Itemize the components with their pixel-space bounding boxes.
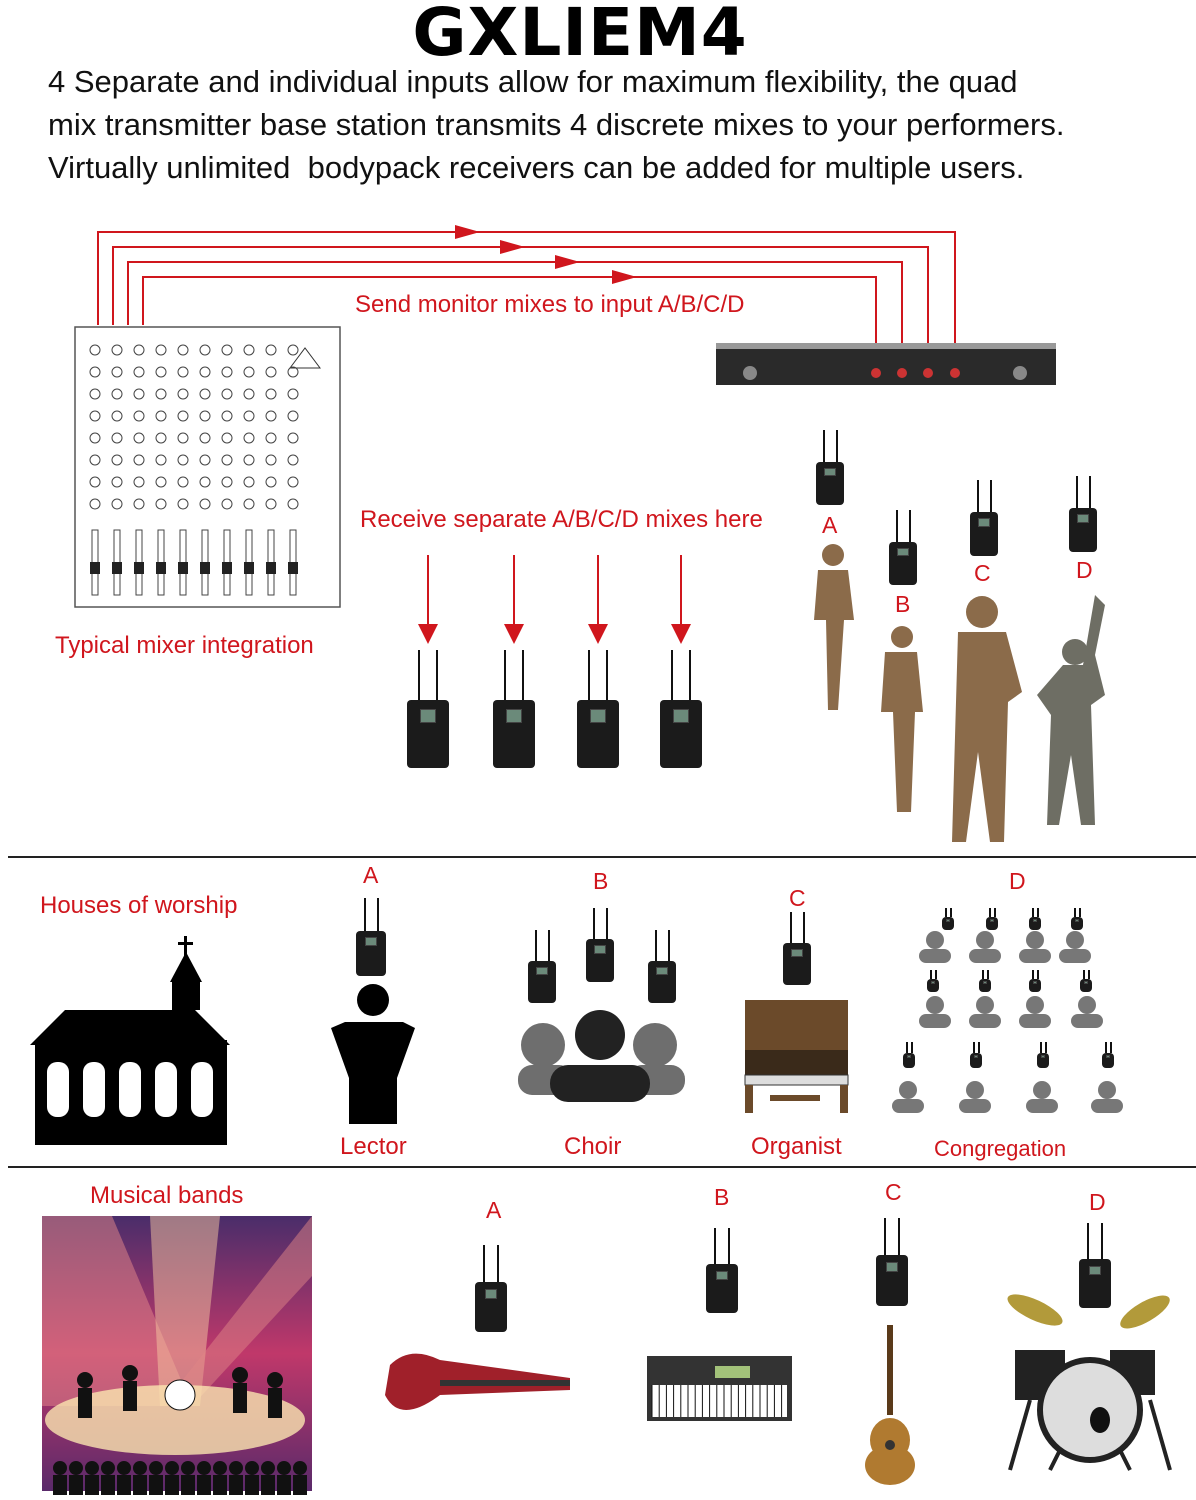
performer-silhouettes: [814, 544, 1105, 842]
organist-label: Organist: [751, 1133, 842, 1160]
product-description: 4 Separate and individual inputs allow f…: [48, 64, 1065, 185]
keyboard-icon: [647, 1356, 792, 1421]
bodypack-receiver-icon: [942, 908, 954, 930]
section-divider: [8, 1166, 1196, 1168]
bodypack-receiver-icon: [876, 1218, 908, 1306]
worship-heading: Houses of worship: [40, 892, 238, 919]
congregation-silhouettes: [892, 931, 1123, 1113]
bodypack-receiver-icon: [1037, 1042, 1049, 1068]
bodypack-receiver-icon: [889, 510, 917, 585]
bodypack-receiver-icon: [528, 930, 556, 1003]
bodypack-receiver-icon: [1079, 1223, 1111, 1308]
performer-letter-d: D: [1076, 557, 1093, 583]
bodypack-receiver-icon: [706, 1228, 738, 1313]
performer-letter-c: C: [974, 560, 991, 586]
church-icon: [30, 936, 230, 1145]
band-letter-a: A: [486, 1197, 502, 1223]
bodypack-receiver-icon: [407, 650, 449, 768]
bands-heading: Musical bands: [90, 1182, 244, 1209]
send-mixes-label: Send monitor mixes to input A/B/C/D: [355, 291, 745, 318]
bodypack-receiver-icon: [577, 650, 619, 768]
bodypack-receiver-icon: [816, 430, 844, 505]
bodypack-receiver-icon: [1029, 970, 1041, 992]
bodypack-receiver-icon: [927, 970, 939, 992]
section-divider: [8, 856, 1196, 858]
choir-silhouette: [518, 1010, 685, 1102]
band-letter-d: D: [1089, 1189, 1106, 1215]
receive-mixes-label: Receive separate A/B/C/D mixes here: [360, 506, 763, 533]
bodypack-receiver-icon: [493, 650, 535, 768]
receive-arrows: [418, 555, 691, 644]
band-stage-image: [42, 1216, 312, 1495]
performer-letter-b: B: [895, 591, 911, 617]
line-arrows: [455, 225, 637, 284]
bodypack-receiver-icon: [979, 970, 991, 992]
transmitter-icon: [716, 343, 1056, 385]
performer-letter-a: A: [822, 512, 838, 538]
bodypack-receiver-icon: [1069, 476, 1097, 552]
acoustic-guitar-icon: [865, 1325, 915, 1485]
bodypack-receiver-icon: [970, 1042, 982, 1068]
congregation-label: Congregation: [934, 1136, 1067, 1161]
bodypack-receiver-icon: [475, 1245, 507, 1332]
mixer-integration-label: Typical mixer integration: [55, 632, 314, 659]
worship-letter-c: C: [789, 885, 806, 911]
bodypack-receiver-icon: [970, 480, 998, 556]
bodypack-receiver-icon: [1071, 908, 1083, 930]
bodypack-receiver-icon: [986, 908, 998, 930]
band-letter-b: B: [714, 1184, 730, 1210]
worship-letter-b: B: [593, 868, 609, 894]
bodypack-receiver-icon: [783, 912, 811, 985]
bodypack-receiver-icon: [648, 930, 676, 1003]
bodypack-receiver-icon: [586, 908, 614, 982]
bass-guitar-icon: [385, 1353, 570, 1410]
drum-kit-icon: [1007, 1294, 1172, 1471]
organ-icon: [744, 1000, 849, 1113]
worship-letter-a: A: [363, 862, 379, 888]
bodypack-receiver-icon: [356, 898, 386, 976]
lector-label: Lector: [340, 1133, 407, 1160]
lector-silhouette: [331, 984, 415, 1124]
product-title: GXLIEM4: [412, 0, 748, 71]
bodypack-receiver-icon: [1080, 970, 1092, 992]
bodypack-receiver-icon: [660, 650, 702, 768]
band-letter-c: C: [885, 1179, 902, 1205]
bodypack-receiver-icon: [1102, 1042, 1114, 1068]
mixer-icon: [74, 326, 341, 608]
worship-letter-d: D: [1009, 868, 1026, 894]
bodypack-receiver-icon: [1029, 908, 1041, 930]
bodypack-receiver-icon: [903, 1042, 915, 1068]
choir-label: Choir: [564, 1133, 622, 1160]
